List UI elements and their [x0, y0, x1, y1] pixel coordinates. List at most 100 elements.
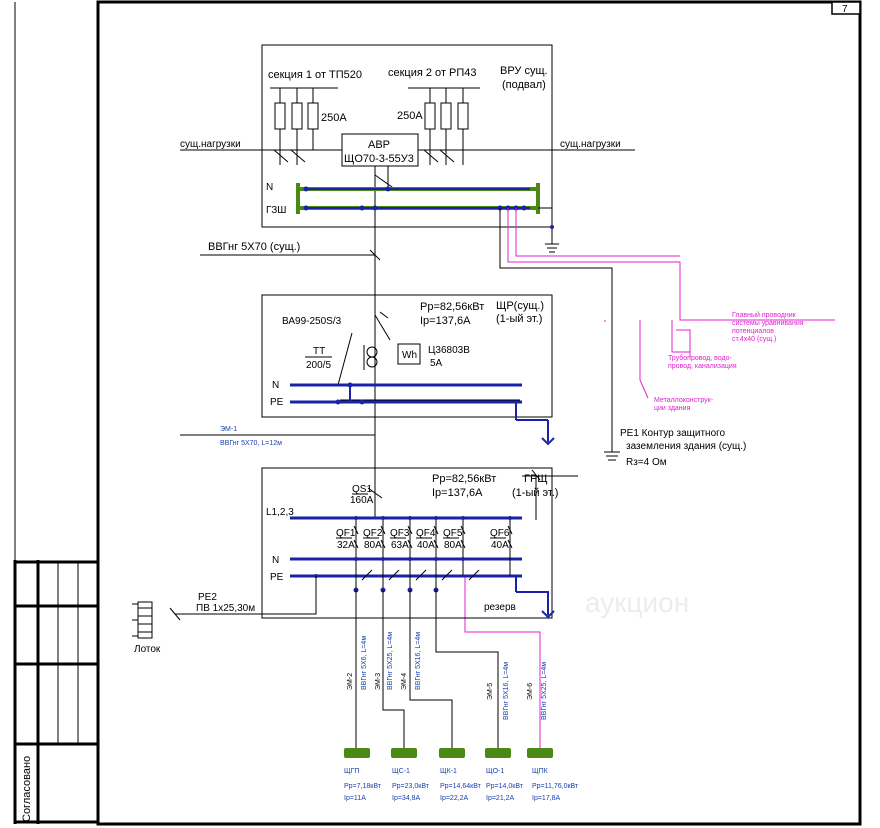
shr-current: Iр=137,6А — [420, 315, 471, 327]
panel-name-3: ЩК-1 — [440, 768, 457, 775]
grshch-bus-l: L1,2,3 — [266, 507, 294, 518]
panel-power-5: Рр=11,76,0кВт — [532, 783, 579, 790]
feeder-em-4: ЭМ-4 — [401, 673, 408, 690]
grshch-power: Рр=82,56кВт — [432, 473, 496, 485]
shr-bus-n: N — [272, 380, 279, 391]
feeder-cable-3: ВВГнг 5Х25, L=4м — [387, 632, 394, 690]
svg-text:32А: 32А — [337, 540, 355, 551]
panel-name-5: ЩПК — [532, 768, 549, 775]
grshch-box: Рр=82,56кВт Iр=137,6А ГРЩ (1-ый эт.) QS1… — [261, 467, 578, 619]
shr-breaker: ВА99-250S/3 — [282, 316, 342, 327]
vru-fuse-left: 250А — [321, 112, 347, 124]
title-block — [13, 560, 98, 824]
feeder-em-3: ЭМ-3 — [375, 673, 382, 690]
panel-name-1: ЩГП — [344, 768, 359, 775]
breaker-qf1: QF1 32А — [336, 525, 359, 551]
svg-text:80А: 80А — [364, 540, 382, 551]
avr-title: АВР — [368, 139, 390, 151]
panel-current-5: Iр=17,8А — [532, 795, 561, 802]
panel-name-2: ЩС-1 — [392, 768, 410, 775]
shr-power: Рр=82,56кВт — [420, 301, 484, 313]
shr-name: ЩР(сущ.) — [496, 300, 544, 312]
pipes-label: Трубопровод, водо- провод, канализация — [668, 354, 737, 370]
load-right: сущ.нагрузки — [560, 139, 621, 150]
grshch-bus-n: N — [272, 555, 279, 566]
pe2-tray — [132, 576, 317, 639]
shr-floor: (1-ый эт.) — [496, 313, 542, 325]
grshch-bus-pe: PE — [270, 572, 284, 583]
shr-box: ВА99-250S/3 Рр=82,56кВт Iр=137,6А ЩР(сущ… — [261, 294, 555, 446]
svg-text:40А: 40А — [491, 540, 509, 551]
breaker-qf4: QF4 40А — [416, 525, 439, 551]
feeder-labels: ЭМ-2 ВВГнг 5Х6, L=4м ЭМ-3 ВВГнг 5Х25, L=… — [347, 632, 548, 720]
vru-bus-n: N — [266, 182, 273, 193]
main-conductor-label: Главный проводник системы уравнивания по… — [732, 311, 805, 343]
feeder-em-2: ЭМ-2 — [347, 673, 354, 690]
svg-text:QF3: QF3 — [390, 528, 410, 539]
metal-label: Металлоконструк- ции здания — [654, 397, 715, 412]
panel-current-2: Iр=34,8А — [392, 795, 421, 802]
shr-tt-ratio: 200/5 — [306, 360, 331, 371]
rz-label: Rз=4 Ом — [626, 457, 667, 468]
reserve-label: резерв — [484, 602, 516, 613]
grshch-current: Iр=137,6А — [432, 487, 483, 499]
svg-text:QF1: QF1 — [336, 528, 356, 539]
drawing-frame — [14, 0, 862, 826]
svg-text:QF2: QF2 — [363, 528, 383, 539]
vru-box: секция 1 от ТП520 секция 2 от РП43 ВРУ с… — [180, 44, 635, 255]
em1-cable: ВВГнг 5Х70, L=12м — [220, 440, 282, 447]
svg-text:63А: 63А — [391, 540, 409, 551]
svg-text:QF4: QF4 — [416, 528, 436, 539]
feeder-em-5: ЭМ-5 — [487, 683, 494, 700]
panel-power-4: Рр=14,0кВт — [486, 783, 524, 790]
svg-text:QF6: QF6 — [490, 528, 510, 539]
cable-vru-shr: ВВГнг 5Х70 (сущ.) — [208, 241, 300, 253]
vru-location: (подвал) — [502, 79, 546, 91]
vru-name: ВРУ сущ. — [500, 65, 548, 77]
avr-model: ЩО70-3-55У3 — [344, 153, 414, 165]
page-number: 7 — [842, 4, 848, 15]
panel-current-4: Iр=21,2А — [486, 795, 515, 802]
feeder-lines — [355, 590, 499, 748]
feeder-panels: ЩГП Рр=7,18кВт Iр=11А ЩС-1 Рр=23,0кВт Iр… — [344, 748, 579, 802]
equipotential-lines — [464, 208, 835, 748]
grshch-floor: (1-ый эт.) — [512, 487, 558, 499]
feeder-cable-6: ВВГнг 5Х25, L=4м — [541, 662, 548, 720]
pe2-label: РЕ2 — [198, 592, 217, 603]
panel-name-4: ЩО-1 — [486, 768, 504, 775]
em1-label: ЭМ-1 — [220, 426, 237, 433]
vru-section2: секция 2 от РП43 — [388, 67, 477, 79]
panel-current-3: Iр=22,2А — [440, 795, 469, 802]
breaker-qf2: QF2 80А — [363, 525, 386, 551]
load-left: сущ.нагрузки — [180, 139, 241, 150]
tray-label: Лоток — [134, 644, 161, 655]
svg-text:40А: 40А — [417, 540, 435, 551]
svg-text:QF5: QF5 — [443, 528, 463, 539]
meter-model: Ц36803В — [428, 345, 470, 356]
panel-power-2: Рр=23,0кВт — [392, 783, 430, 790]
shr-tt: ТТ — [313, 346, 325, 357]
feeder-cable-5: ВВГнг 5Х16, L=4м — [503, 662, 510, 720]
feeder-cable-2: ВВГнг 5Х6, L=4м — [361, 636, 368, 690]
qs1-rating: 160А — [350, 495, 374, 506]
approval-label: Согласовано — [21, 756, 33, 822]
pe2-cable: ПВ 1х25,30м — [196, 603, 255, 614]
breaker-qf5: QF5 80А — [443, 525, 466, 551]
vru-bus-gzsh: ГЗШ — [266, 205, 286, 216]
breaker-qf3: QF3 63А — [390, 525, 413, 551]
panel-current-1: Iр=11А — [344, 795, 366, 802]
panel-power-1: Рр=7,18кВт — [344, 783, 382, 790]
pe1-label-2: заземления здания (сущ.) — [626, 441, 746, 452]
watermark: аукцион — [585, 587, 689, 618]
pe1-label: РЕ1 Контур защитного — [620, 428, 726, 439]
shr-bus-pe: PE — [270, 397, 284, 408]
vru-section1: секция 1 от ТП520 — [268, 69, 362, 81]
breaker-qf6: QF6 40А — [490, 525, 513, 551]
qs1-label: QS1 — [352, 484, 372, 495]
feeder-em-6: ЭМ-6 — [527, 683, 534, 700]
feeder-cable-4: ВВГнг 5Х16, L=4м — [415, 632, 422, 690]
meter-symbol: Wh — [402, 350, 417, 361]
vru-fuse-right: 250А — [397, 110, 423, 122]
svg-text:80А: 80А — [444, 540, 462, 551]
